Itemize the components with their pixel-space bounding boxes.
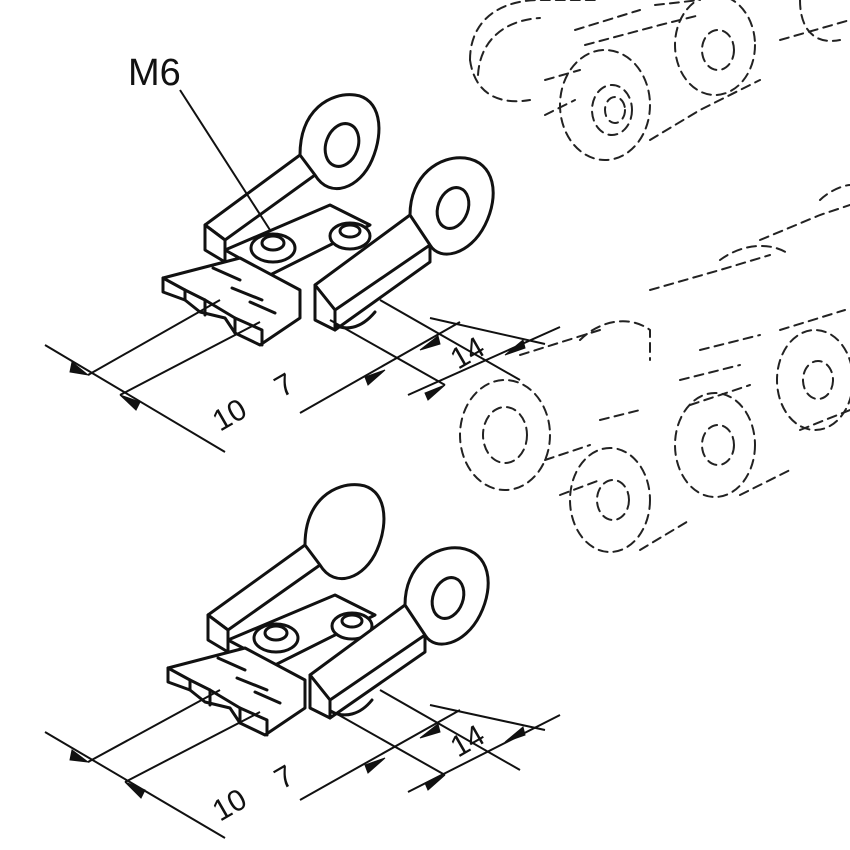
dimension-label-bottom-b: 7 [269, 759, 300, 796]
phantom-chain-upper [469, 0, 850, 161]
dimension-label-bottom-c: 14 [445, 719, 490, 764]
thread-leader-line [179, 89, 271, 231]
dimension-label-top-a: 10 [207, 393, 252, 438]
mounting-bracket-bottom [166, 483, 490, 737]
dimension-lines-top [44, 299, 561, 453]
bore-hole-icon [323, 122, 361, 168]
bore-hole-icon [430, 576, 466, 620]
bolt-head-icon [249, 232, 297, 264]
dimension-label-top-c: 14 [445, 331, 490, 376]
phantom-chain-middle [459, 184, 850, 553]
dimension-lines-bottom [44, 689, 561, 839]
bore-hole-icon [435, 186, 471, 230]
dimension-label-bottom-a: 10 [207, 783, 252, 828]
dimension-label-top-b: 7 [269, 367, 300, 404]
bolt-head-icon [252, 622, 300, 654]
mounting-bracket-top [161, 93, 495, 347]
thread-label: M6 [128, 52, 181, 94]
